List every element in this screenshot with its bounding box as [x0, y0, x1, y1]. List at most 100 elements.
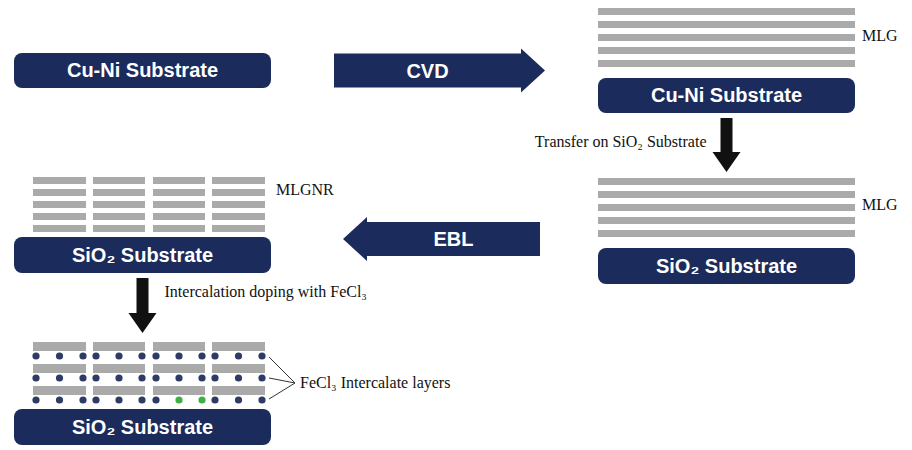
nanoribbon-layer — [212, 225, 265, 232]
intercalant-dot — [115, 352, 122, 359]
nanoribbon-layer — [212, 342, 265, 351]
step-label: CVD — [406, 60, 448, 82]
block-arrow — [334, 49, 545, 93]
nanoribbon-layer — [212, 201, 265, 208]
nanoribbon-layer — [153, 386, 205, 395]
graphene-layer — [598, 217, 855, 224]
graphene-layer — [598, 8, 855, 15]
graphene-layer — [598, 47, 855, 54]
nanoribbon-layer — [153, 201, 205, 208]
intercalant-dot — [175, 352, 182, 359]
intercalant-dot — [138, 352, 145, 359]
intercalant-dot — [79, 352, 86, 359]
graphene-layer — [598, 178, 855, 185]
process-arrow — [713, 118, 741, 172]
nanoribbon-layer — [93, 177, 145, 184]
nanoribbon-layer — [93, 225, 145, 232]
nanoribbon-layer — [93, 364, 145, 373]
nanoribbon-layer — [153, 213, 205, 220]
layer-label: MLG — [862, 196, 898, 214]
substrate-box: SiO₂ Substrate — [598, 248, 855, 284]
substrate-box: Cu-Ni Substrate — [14, 53, 271, 88]
graphene-layers — [33, 8, 855, 395]
nanoribbon-layer — [93, 213, 145, 220]
nanoribbon-layer — [93, 189, 145, 196]
nanoribbon-layer — [33, 342, 86, 351]
nanoribbon-layer — [33, 386, 86, 395]
graphene-layer — [598, 204, 855, 211]
nanoribbon-layer — [212, 189, 265, 196]
substrate-box: SiO₂ Substrate — [14, 409, 271, 445]
intercalant-dot — [198, 352, 205, 359]
intercalant-dot — [138, 396, 145, 403]
nanoribbon-layer — [153, 364, 205, 373]
nanoribbon-layer — [93, 386, 145, 395]
nanoribbon-layer — [212, 386, 265, 395]
intercalant-dot — [32, 352, 39, 359]
layer-label: MLGNR — [276, 181, 334, 199]
nanoribbon-layer — [93, 342, 145, 351]
nanoribbon-layer — [212, 177, 265, 184]
intercalant-dot — [175, 374, 182, 381]
step-label: Transfer on SiO₂ Substrate — [535, 133, 707, 151]
substrate-box: Cu-Ni Substrate — [598, 78, 855, 113]
nanoribbon-layer — [33, 189, 86, 196]
intercalant-dot — [198, 396, 205, 403]
nanoribbon-layer — [153, 189, 205, 196]
intercalant-dot — [258, 396, 265, 403]
intercalant-dot — [211, 396, 218, 403]
intercalant-dot — [56, 352, 63, 359]
intercalant-dot — [235, 396, 242, 403]
nanoribbon-layer — [33, 364, 86, 373]
intercalant-dot — [56, 374, 63, 381]
nanoribbon-layer — [93, 201, 145, 208]
graphene-layer — [598, 34, 855, 41]
fecl3-intercalant — [32, 352, 265, 403]
callout-label: FeCl₃ Intercalate layers — [300, 374, 450, 392]
intercalant-dot — [79, 374, 86, 381]
intercalant-dot — [92, 396, 99, 403]
graphene-layer — [598, 21, 855, 28]
box-label: SiO₂ Substrate — [72, 244, 213, 267]
box-label: Cu-Ni Substrate — [651, 84, 802, 107]
intercalant-dot — [115, 396, 122, 403]
nanoribbon-layer — [153, 177, 205, 184]
graphene-layer — [598, 60, 855, 67]
layer-label: MLG — [862, 27, 898, 45]
leader-lines — [269, 357, 295, 399]
nanoribbon-layer — [212, 364, 265, 373]
intercalant-dot — [211, 374, 218, 381]
intercalant-dot — [32, 396, 39, 403]
intercalant-dot — [152, 374, 159, 381]
intercalant-dot — [235, 352, 242, 359]
box-label: SiO₂ Substrate — [72, 416, 213, 439]
graphene-layer — [598, 191, 855, 198]
intercalant-dot — [92, 374, 99, 381]
nanoribbon-layer — [33, 177, 86, 184]
box-label: SiO₂ Substrate — [656, 255, 797, 278]
process-arrow — [129, 278, 157, 333]
intercalant-dot — [138, 374, 145, 381]
nanoribbon-layer — [33, 201, 86, 208]
step-label: EBL — [434, 228, 474, 250]
intercalant-dot — [115, 374, 122, 381]
nanoribbon-layer — [153, 342, 205, 351]
intercalant-dot — [211, 352, 218, 359]
intercalant-dot — [152, 396, 159, 403]
nanoribbon-layer — [33, 225, 86, 232]
intercalant-dot — [175, 396, 182, 403]
graphene-layer — [598, 230, 855, 237]
block-arrow — [343, 217, 540, 261]
intercalant-dot — [258, 374, 265, 381]
nanoribbon-layer — [212, 213, 265, 220]
nanoribbon-layer — [153, 225, 205, 232]
intercalant-dot — [32, 374, 39, 381]
intercalant-dot — [79, 396, 86, 403]
intercalant-dot — [152, 352, 159, 359]
intercalant-dot — [198, 374, 205, 381]
intercalant-dot — [92, 352, 99, 359]
intercalant-dot — [258, 352, 265, 359]
nanoribbon-layer — [33, 213, 86, 220]
step-label: Intercalation doping with FeCl₃ — [165, 283, 367, 301]
intercalant-dot — [56, 396, 63, 403]
